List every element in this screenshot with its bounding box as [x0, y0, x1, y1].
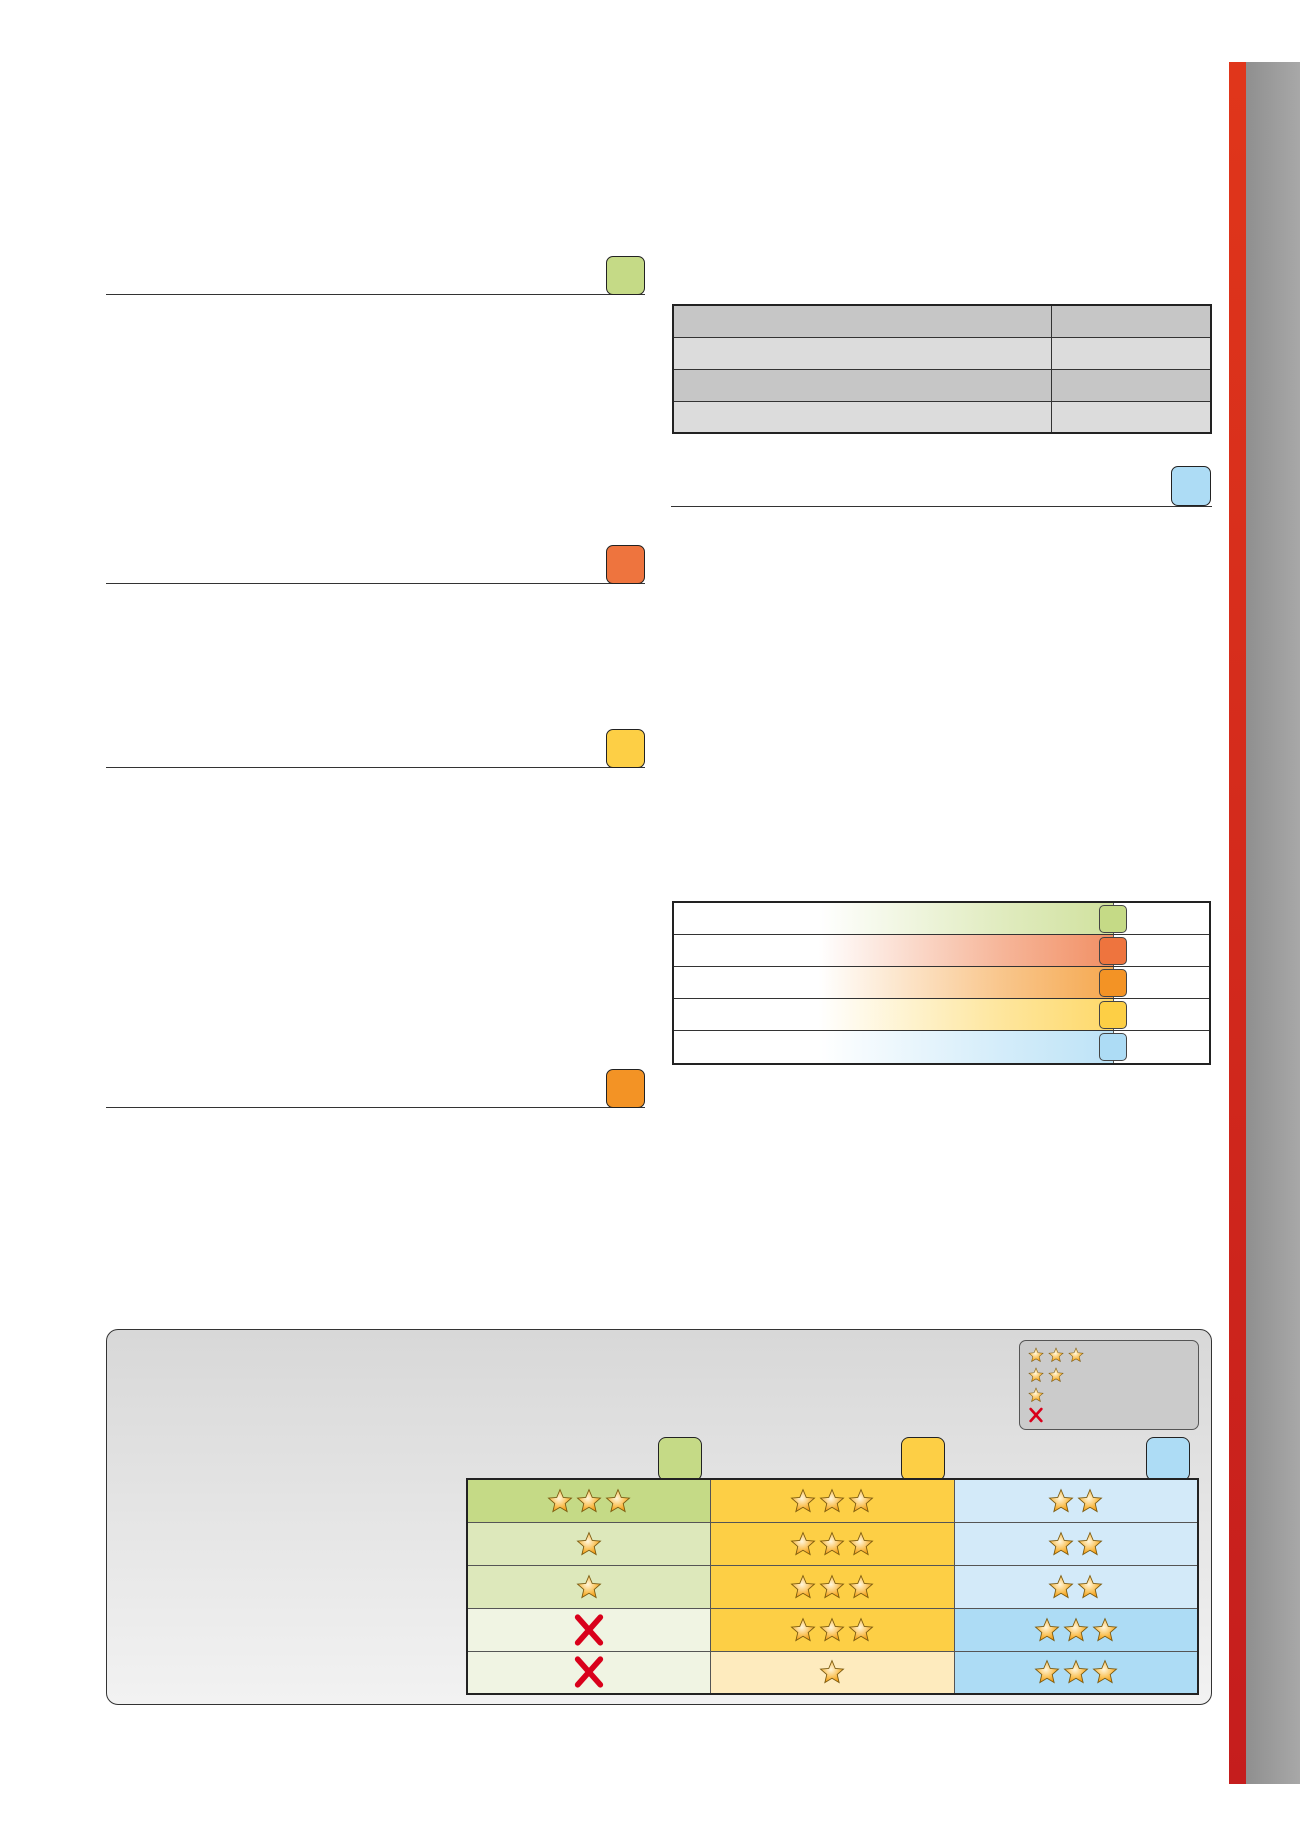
info-table [672, 304, 1212, 434]
section-badge [606, 545, 645, 584]
legend-item [1028, 1405, 1190, 1425]
sidebar-accent-grey [1246, 62, 1300, 1784]
section-badge [606, 729, 645, 768]
star-icon [790, 1573, 817, 1599]
gradient-row [674, 967, 1209, 999]
row-color-badge [1099, 969, 1127, 997]
sidebar-accent-red [1229, 62, 1246, 1784]
section-divider [106, 294, 645, 295]
gradient-table [672, 901, 1211, 1065]
star-icon [848, 1488, 875, 1513]
star-icon [1063, 1659, 1089, 1684]
rating-table [466, 1478, 1199, 1695]
star-icon [1034, 1616, 1060, 1642]
row-color-badge [1099, 905, 1127, 933]
gradient-row [674, 1031, 1209, 1063]
section-badge [606, 1069, 645, 1108]
star-icon [1063, 1616, 1089, 1642]
rating-cell [710, 1478, 955, 1523]
section-divider [106, 767, 645, 768]
star-icon [1028, 1387, 1044, 1403]
star-icon [1077, 1488, 1103, 1513]
legend-item [1028, 1345, 1190, 1365]
rating-cell [953, 1478, 1199, 1523]
legend-item [1028, 1365, 1190, 1385]
gradient-row [674, 999, 1209, 1031]
star-icon [1077, 1530, 1103, 1556]
star-icon [1028, 1367, 1044, 1383]
star-icon [819, 1488, 846, 1513]
star-icon [819, 1530, 846, 1556]
star-icon [790, 1530, 817, 1556]
rating-cell [710, 1607, 955, 1652]
rating-cell [953, 1607, 1199, 1652]
rating-legend [1019, 1340, 1199, 1430]
rating-cell [466, 1607, 712, 1652]
row-color-badge [1099, 1033, 1127, 1061]
star-icon [547, 1488, 573, 1513]
star-icon [576, 1488, 602, 1513]
star-icon [819, 1573, 846, 1599]
table-row [466, 1607, 1199, 1652]
table-row [672, 400, 1212, 434]
star-icon [1092, 1659, 1118, 1684]
table-row [672, 336, 1212, 370]
star-icon [848, 1530, 875, 1556]
star-icon [605, 1488, 631, 1513]
star-icon [848, 1573, 875, 1599]
table-row [466, 1521, 1199, 1566]
table-row [672, 368, 1212, 402]
table-row [466, 1564, 1199, 1609]
section-divider [106, 1107, 645, 1108]
rating-cell [466, 1478, 712, 1523]
column-badge [1146, 1437, 1190, 1481]
star-icon [848, 1616, 875, 1642]
rating-cell [466, 1650, 712, 1695]
section-divider-blue [671, 506, 1212, 507]
star-icon [1077, 1573, 1103, 1599]
star-icon [1028, 1347, 1044, 1363]
rating-cell [710, 1564, 955, 1609]
rating-cell [953, 1650, 1199, 1695]
rating-cell [953, 1521, 1199, 1566]
star-icon [1048, 1530, 1074, 1556]
star-icon [819, 1616, 846, 1642]
rating-cell [466, 1564, 712, 1609]
column-badge [901, 1437, 945, 1481]
star-icon [1048, 1367, 1064, 1383]
table-row [466, 1478, 1199, 1523]
star-icon [819, 1659, 846, 1684]
star-icon [1068, 1347, 1084, 1363]
cross-icon [574, 1656, 604, 1688]
section-divider [106, 583, 645, 584]
star-icon [1048, 1488, 1074, 1513]
rating-cell [710, 1650, 955, 1695]
table-row [672, 304, 1212, 338]
star-icon [1048, 1573, 1074, 1599]
star-icon [1034, 1659, 1060, 1684]
rating-cell [710, 1521, 955, 1566]
star-icon [1048, 1347, 1064, 1363]
table-row [466, 1650, 1199, 1695]
gradient-row [674, 903, 1209, 935]
section-badge-blue [1171, 466, 1211, 506]
cross-icon [574, 1613, 604, 1646]
star-icon [576, 1530, 602, 1556]
cross-icon [1029, 1407, 1043, 1423]
rating-cell [953, 1564, 1199, 1609]
rating-cell [466, 1521, 712, 1566]
gradient-row [674, 935, 1209, 967]
star-icon [1092, 1616, 1118, 1642]
row-color-badge [1099, 937, 1127, 965]
row-color-badge [1099, 1001, 1127, 1029]
legend-item [1028, 1385, 1190, 1405]
star-icon [790, 1616, 817, 1642]
section-badge [606, 256, 645, 295]
star-icon [576, 1573, 602, 1599]
star-icon [790, 1488, 817, 1513]
column-badge [658, 1437, 702, 1481]
